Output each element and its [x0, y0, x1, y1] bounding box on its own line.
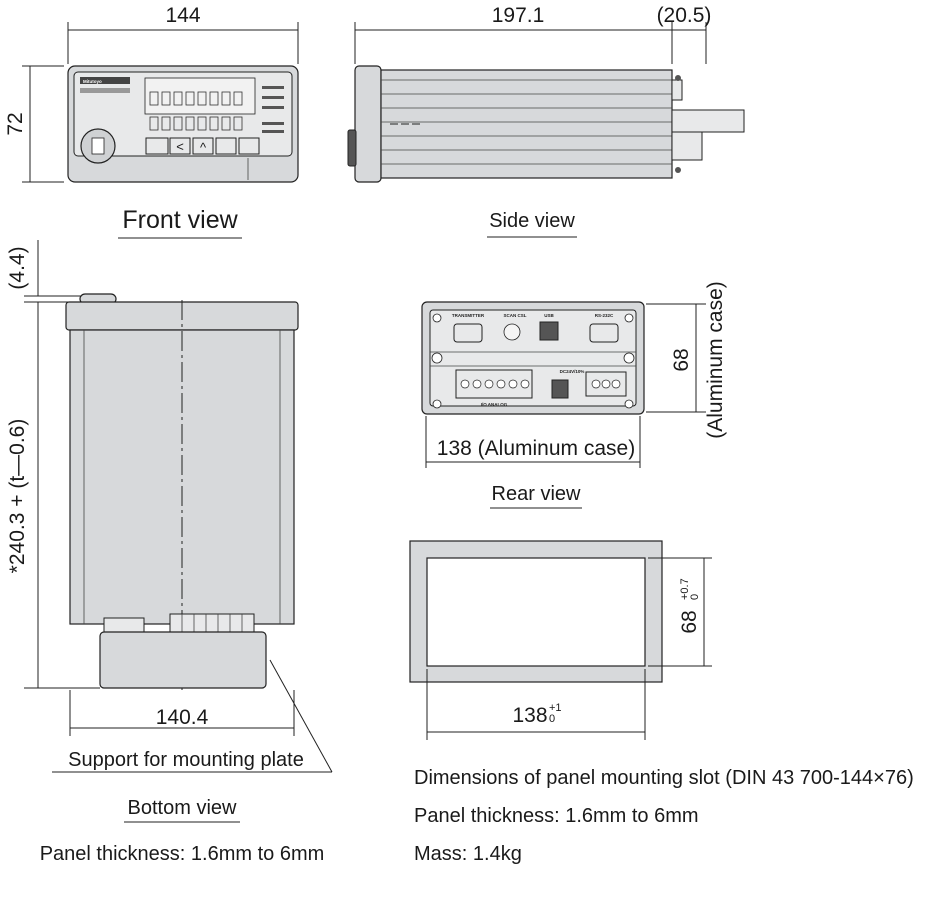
bottom-panel-thickness: Panel thickness: 1.6mm to 6mm	[40, 843, 325, 865]
front-view: 144 72 Mitutoyo < ^	[4, 4, 299, 239]
svg-text:RS-232C: RS-232C	[595, 313, 614, 318]
mounting-support	[99, 631, 267, 689]
side-protrusion-dim: (20.5)	[657, 4, 712, 27]
rear-view-caption: Rear view	[492, 483, 581, 505]
left-key	[169, 137, 191, 155]
slot-height-tol-upper: +0.7	[679, 578, 691, 600]
slot-dimensions-note: Dimensions of panel mounting slot (DIN 4…	[414, 767, 914, 789]
rear-view: TRANSMITTER SCAN CSL USB RS-232C I/O ANA…	[421, 281, 727, 509]
svg-text:^: ^	[200, 140, 207, 155]
rear-height-dim: 68	[670, 348, 693, 371]
side-bezel	[354, 65, 382, 183]
svg-text:I/O ANALOG: I/O ANALOG	[481, 402, 508, 407]
mode-key	[145, 137, 169, 155]
up-key	[192, 137, 214, 155]
side-view: 197.1 (20.5) Side view	[347, 4, 745, 238]
hash-key	[238, 137, 260, 155]
side-view-caption: Side view	[489, 210, 575, 232]
usb-connector	[539, 321, 559, 341]
front-view-caption: Front view	[122, 206, 238, 234]
svg-text:USB: USB	[544, 313, 554, 318]
slot-width-tol-upper: +1	[549, 702, 562, 714]
display-window	[144, 77, 256, 115]
panel-slot: 68 +0.7 0 138 +1 0	[409, 540, 712, 740]
bottom-width-dim: 140.4	[156, 706, 209, 729]
svg-text:<: <	[176, 139, 184, 154]
brand-logo	[80, 77, 130, 84]
slot-height-tol-lower: 0	[689, 594, 701, 600]
bottom-depth-dim: *240.3 + (t—0.6)	[6, 419, 29, 574]
rear-width-dim: 138 (Aluminum case)	[437, 437, 635, 460]
front-height-dim: 72	[4, 112, 27, 135]
notes: Dimensions of panel mounting slot (DIN 4…	[414, 767, 914, 865]
panel-thickness-note: Panel thickness: 1.6mm to 6mm	[414, 805, 699, 827]
side-rear-connector	[671, 109, 745, 133]
slot-height-dim: 68	[678, 610, 701, 633]
bottom-view-caption: Bottom view	[128, 797, 237, 819]
bottom-view: (4.4) *240.3 + (t—0.6) 140.4 Support for…	[6, 240, 333, 865]
svg-text:TRANSMITTER: TRANSMITTER	[452, 313, 485, 318]
support-label: Support for mounting plate	[68, 749, 304, 771]
support-leader-line	[269, 659, 333, 773]
mass-note: Mass: 1.4kg	[414, 843, 522, 865]
svg-text:SCAN CSL: SCAN CSL	[503, 313, 526, 318]
side-housing	[380, 69, 673, 179]
svg-text:DC24V/10%: DC24V/10%	[560, 369, 585, 374]
slot-width-dim: 138	[512, 704, 547, 727]
rs232c-connector	[589, 323, 619, 343]
svg-text:Mitutoyo: Mitutoyo	[83, 79, 102, 84]
bottom-top-dim: (4.4)	[6, 246, 29, 289]
front-width-dim: 144	[165, 4, 200, 27]
mounting-slot	[426, 557, 646, 667]
scan-connector	[503, 323, 521, 341]
slot-width-tol-lower: 0	[549, 713, 555, 725]
rear-height-sub: (Aluminum case)	[704, 281, 727, 439]
side-depth-dim: 197.1	[492, 4, 545, 27]
power-jack	[551, 379, 569, 399]
enter-key	[215, 137, 237, 155]
transmitter-connector	[453, 323, 483, 343]
